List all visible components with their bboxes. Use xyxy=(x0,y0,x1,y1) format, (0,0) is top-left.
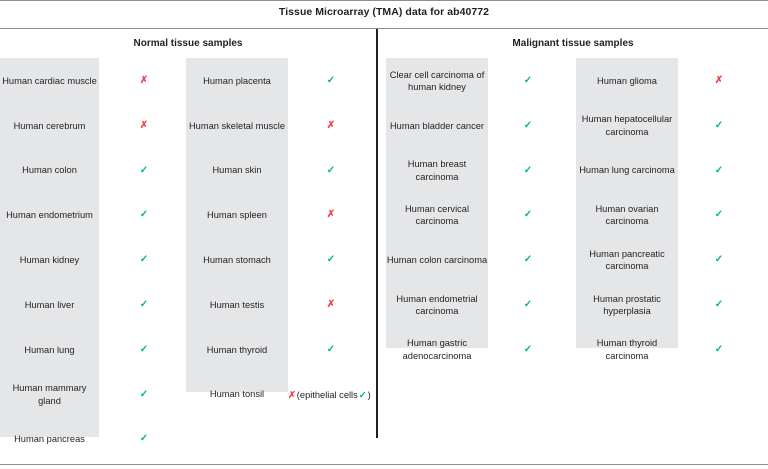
panel-normal-col1 xyxy=(0,58,99,437)
malignant-tissue-row-result-negative-icon: ✗ xyxy=(714,75,724,86)
title-underline xyxy=(0,28,768,29)
malignant-tissue-row-label: Human hepatocellular carcinoma xyxy=(581,114,673,137)
section-header-malignant: Malignant tissue samples xyxy=(512,38,634,49)
normal-tissue-row-label: Human colon xyxy=(22,165,77,176)
normal-tissue-row-result-positive-icon: ✓ xyxy=(139,433,149,445)
panel-malignant-col2 xyxy=(576,58,678,348)
normal-tissue-row-label: Human skeletal muscle xyxy=(188,120,286,131)
normal-tissue-row-label: Human tonsil xyxy=(209,389,265,400)
panel-normal-col2 xyxy=(186,58,288,392)
top-border-line xyxy=(0,0,768,1)
normal-tissue-row-result-positive-icon: ✓ xyxy=(139,299,149,310)
malignant-tissue-row-result-positive-icon: ✓ xyxy=(523,119,533,131)
normal-tissue-row-result-positive-icon: ✓ xyxy=(326,254,336,266)
normal-tissue-row-label: Human liver xyxy=(24,299,75,310)
normal-tissue-row-result-negative-icon: ✗ xyxy=(326,119,336,131)
malignant-tissue-row-label: Human colon carcinoma xyxy=(386,254,488,265)
malignant-tissue-row-result-positive-icon: ✓ xyxy=(523,75,533,86)
result-positive-icon: ✓ xyxy=(358,389,367,400)
page-title: Tissue Microarray (TMA) data for ab40772 xyxy=(278,6,490,18)
panel-malignant-col1 xyxy=(386,58,488,348)
normal-tissue-row-result-negative-icon: ✗ xyxy=(326,209,336,221)
normal-tissue-row-label: Human cerebrum xyxy=(13,120,86,131)
malignant-tissue-row-result-positive-icon: ✓ xyxy=(523,254,533,266)
normal-tissue-row-label: Human testis xyxy=(209,299,265,310)
malignant-tissue-row-result-positive-icon: ✓ xyxy=(523,299,533,310)
malignant-tissue-row-result-positive-icon: ✓ xyxy=(523,209,533,221)
normal-tissue-row-result-positive-icon: ✓ xyxy=(139,388,149,400)
malignant-tissue-row-result-positive-icon: ✓ xyxy=(523,343,533,355)
malignant-tissue-row-label: Clear cell carcinoma of human kidney xyxy=(389,69,485,93)
bottom-border-line xyxy=(0,464,768,465)
normal-tissue-row-label: Human cardiac muscle xyxy=(2,75,97,86)
normal-tissue-row-label: Human thyroid xyxy=(206,344,268,355)
result-note-close: ) xyxy=(367,389,371,400)
malignant-tissue-row-result-positive-icon: ✓ xyxy=(523,164,533,176)
malignant-tissue-row-result-positive-icon: ✓ xyxy=(714,343,724,355)
normal-tissue-row-result-positive-icon: ✓ xyxy=(139,343,149,355)
normal-tissue-row-result-annotated: ✗ (epithelial cells ✓) xyxy=(288,376,376,414)
normal-tissue-row-label: Human stomach xyxy=(203,254,271,265)
malignant-tissue-row-result-positive-icon: ✓ xyxy=(714,119,724,131)
malignant-tissue-row-label: Human glioma xyxy=(597,75,657,86)
normal-tissue-row-result-negative-icon: ✗ xyxy=(139,75,149,86)
normal-tissue-row-label: Human pancreas xyxy=(14,434,85,445)
malignant-tissue-row-label: Human bladder cancer xyxy=(389,120,485,131)
malignant-tissue-row-label: Human lung carcinoma xyxy=(579,165,675,176)
normal-tissue-row-result-negative-icon: ✗ xyxy=(326,299,336,310)
malignant-tissue-row-label: Human breast carcinoma xyxy=(407,159,467,182)
normal-tissue-row-label: Human skin xyxy=(212,165,262,176)
normal-tissue-row-result-positive-icon: ✓ xyxy=(139,164,149,176)
normal-tissue-row-label: Human mammary gland xyxy=(12,383,87,406)
malignant-tissue-row-result-positive-icon: ✓ xyxy=(714,209,724,221)
normal-tissue-row-label: Human lung xyxy=(24,344,75,355)
normal-tissue-row-result-positive-icon: ✓ xyxy=(139,209,149,221)
normal-tissue-row-label: Human placenta xyxy=(203,75,271,86)
normal-tissue-row-label: Human spleen xyxy=(207,210,267,221)
malignant-tissue-row-result-positive-icon: ✓ xyxy=(714,254,724,266)
malignant-tissue-row-label: Human gastric adenocarcinoma xyxy=(402,338,472,361)
malignant-tissue-row-label: Human cervical carcinoma xyxy=(404,203,470,227)
normal-tissue-row-result-positive-icon: ✓ xyxy=(326,343,336,355)
malignant-tissue-row-label: Human prostatic hyperplasia xyxy=(593,293,661,317)
normal-tissue-row-result-positive-icon: ✓ xyxy=(326,75,336,86)
malignant-tissue-row-label: Human ovarian carcinoma xyxy=(595,203,659,227)
normal-tissue-row-result-negative-icon: ✗ xyxy=(139,119,149,131)
normal-tissue-row-result-positive-icon: ✓ xyxy=(139,254,149,266)
malignant-tissue-row-label: Human thyroid carcinoma xyxy=(596,338,658,361)
result-note-text: (epithelial cells xyxy=(296,389,358,400)
malignant-tissue-row-label: Human pancreatic carcinoma xyxy=(589,248,665,272)
malignant-tissue-row-label: Human endometrial carcinoma xyxy=(396,293,478,317)
malignant-tissue-row-result-positive-icon: ✓ xyxy=(714,164,724,176)
result-negative-icon: ✗ xyxy=(288,389,296,400)
normal-tissue-row-label: Human endometrium xyxy=(6,210,93,221)
section-vertical-divider xyxy=(376,29,378,438)
section-header-normal: Normal tissue samples xyxy=(133,38,243,49)
normal-tissue-row-label: Human kidney xyxy=(19,254,80,265)
malignant-tissue-row-result-positive-icon: ✓ xyxy=(714,299,724,310)
normal-tissue-row-result-positive-icon: ✓ xyxy=(326,164,336,176)
